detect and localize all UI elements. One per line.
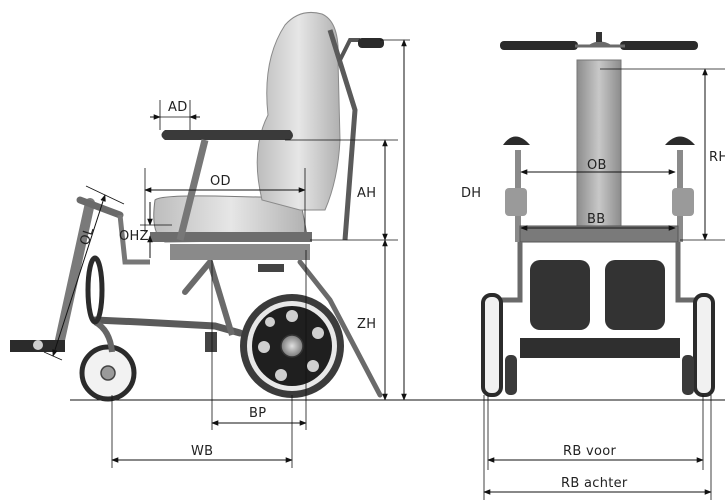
front-center-post bbox=[576, 59, 622, 243]
front-side-posts bbox=[503, 136, 695, 242]
label-rh: RH bbox=[709, 150, 725, 165]
side-seat bbox=[150, 11, 358, 243]
front-lower-frame bbox=[495, 242, 703, 380]
dimension-labels: AD OD AH DH OL OHZ ZH BP WB OB BB RH RB … bbox=[78, 100, 725, 491]
dimension-lines-front bbox=[483, 68, 725, 500]
label-dh: DH bbox=[461, 186, 481, 201]
label-od: OD bbox=[210, 174, 231, 189]
side-push-handle bbox=[338, 38, 384, 61]
side-front-caster bbox=[79, 319, 137, 402]
label-rb-achter: RB achter bbox=[561, 476, 628, 491]
label-bb: BB bbox=[587, 212, 605, 227]
label-ah: AH bbox=[357, 186, 376, 201]
label-ol: OL bbox=[78, 225, 98, 247]
side-frame bbox=[91, 244, 383, 398]
label-zh: ZH bbox=[357, 317, 376, 332]
dimension-lines-side bbox=[43, 39, 410, 468]
label-bp: BP bbox=[249, 406, 266, 421]
side-rear-wheel bbox=[240, 294, 344, 398]
front-view bbox=[481, 32, 715, 397]
front-wheels bbox=[481, 293, 715, 397]
label-wb: WB bbox=[191, 444, 213, 459]
front-handlebar bbox=[500, 32, 698, 50]
side-leg-rest bbox=[10, 196, 150, 352]
label-ohz: OHZ bbox=[119, 229, 149, 244]
label-rb-voor: RB voor bbox=[563, 444, 616, 459]
label-ad: AD bbox=[168, 100, 188, 115]
label-ob: OB bbox=[587, 158, 607, 173]
side-view bbox=[10, 11, 384, 402]
